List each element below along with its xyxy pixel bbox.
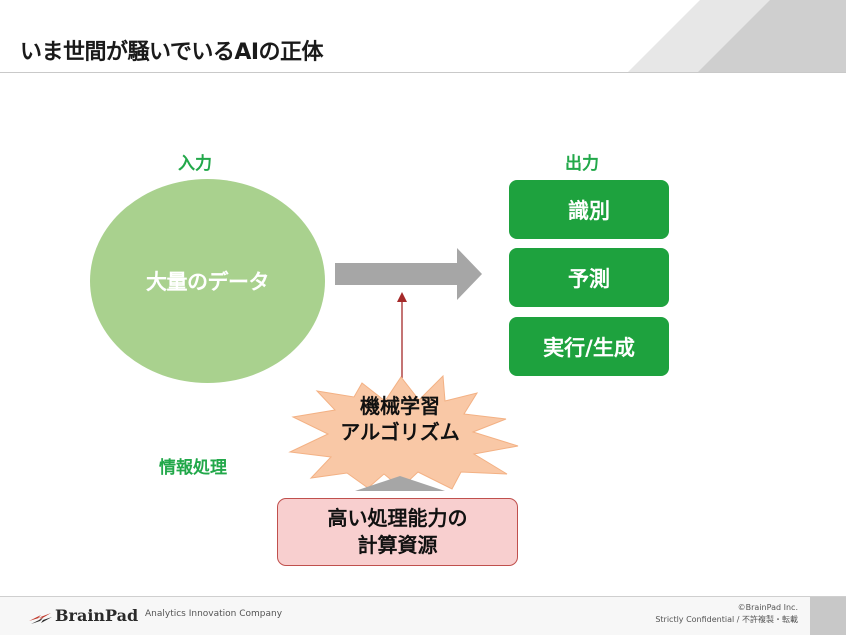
corner-stripe-dark <box>698 0 846 72</box>
resource-up-triangle <box>355 476 445 491</box>
confidential-line: Strictly Confidential / 不許複製・転載 <box>655 615 798 624</box>
thin-arrow-head <box>397 292 407 302</box>
copyright-notice: ©BrainPad Inc. Strictly Confidential / 不… <box>655 602 798 626</box>
input-label: 入力 <box>178 154 212 174</box>
output-label: 出力 <box>565 154 599 174</box>
output-box-identification: 識別 <box>509 180 669 239</box>
algorithm-line-2: アルゴリズム <box>340 420 460 444</box>
compute-resource-box: 高い処理能力の 計算資源 <box>277 498 518 566</box>
algorithm-starburst <box>288 374 519 490</box>
input-data-ellipse: 大量のデータ <box>90 179 325 383</box>
processing-label: 情報処理 <box>159 458 227 478</box>
footer-divider <box>0 596 846 597</box>
title-divider <box>0 72 846 73</box>
brainpad-logo: BrainPad <box>27 604 147 626</box>
slide-title: いま世間が騒いでいるAIの正体 <box>20 40 324 65</box>
footer-band <box>0 597 846 635</box>
main-flow-arrow <box>335 248 482 300</box>
input-data-text: 大量のデータ <box>146 270 270 294</box>
footer-corner-block <box>810 597 846 635</box>
brand-name: BrainPad <box>55 605 139 625</box>
output-box-prediction: 予測 <box>509 248 669 307</box>
copyright-line: ©BrainPad Inc. <box>737 603 798 612</box>
resource-line-1: 高い処理能力の <box>327 506 468 530</box>
algorithm-text: 機械学習 アルゴリズム <box>300 393 500 445</box>
algorithm-line-1: 機械学習 <box>360 394 440 418</box>
resource-line-2: 計算資源 <box>357 533 438 557</box>
brainpad-logo-icon <box>29 613 52 624</box>
company-tagline: Analytics Innovation Company <box>145 609 283 619</box>
output-box-execution: 実行/生成 <box>509 317 669 376</box>
